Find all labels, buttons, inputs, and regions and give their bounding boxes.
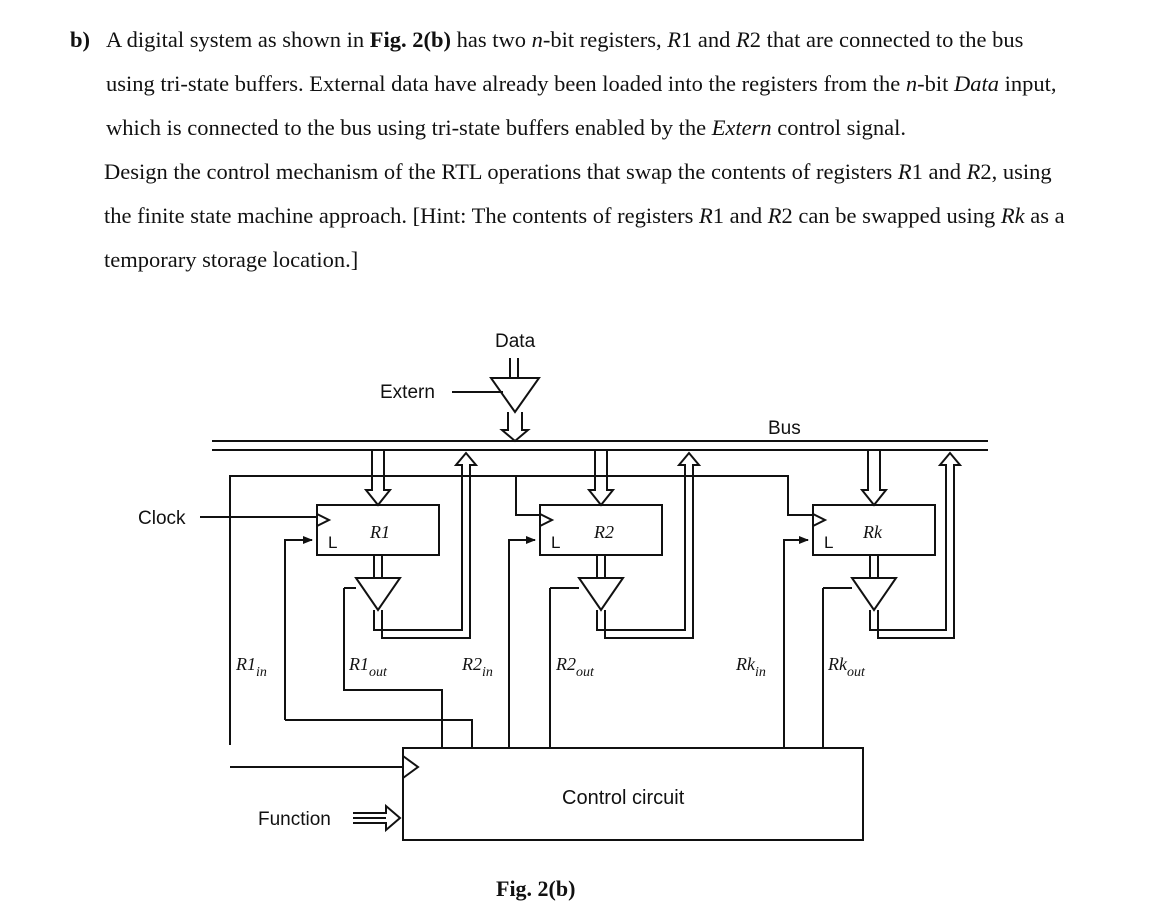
rk-load-label: L	[824, 533, 833, 552]
r1-in-wire	[284, 536, 313, 720]
r1-load-label: L	[328, 533, 337, 552]
clock-distribution	[229, 475, 813, 745]
register-r1-name: R1	[369, 522, 390, 542]
extern-label: Extern	[380, 382, 435, 403]
question-paragraph-2: Design the control mechanism of the RTL …	[104, 159, 1065, 272]
question-paragraph-1: A digital system as shown in Fig. 2(b) h…	[106, 27, 1057, 140]
data-tristate-buffer	[489, 358, 541, 443]
function-label: Function	[258, 809, 331, 830]
question-block: b) A digital system as shown in Fig. 2(b…	[60, 18, 1070, 282]
rk-in-label: Rkin	[735, 654, 766, 680]
register-r2-name: R2	[593, 522, 614, 542]
r2-out-wire	[549, 587, 579, 748]
figure-caption: Fig. 2(b)	[496, 876, 575, 901]
r2-out-label: R2out	[555, 654, 595, 680]
register-rk-name: Rk	[862, 522, 883, 542]
function-input-arrow	[353, 803, 402, 833]
r2-in-label: R2in	[461, 654, 493, 680]
question-label: b)	[70, 27, 91, 52]
r2-load-label: L	[551, 533, 560, 552]
rk-out-tristate	[850, 451, 963, 639]
rk-out-wire	[822, 587, 852, 748]
register-r2-box	[539, 504, 663, 556]
r2-input-arrow	[586, 450, 616, 507]
register-rk-box	[812, 504, 936, 556]
rk-out-label: Rkout	[827, 654, 866, 680]
r1-out-label: R1out	[348, 654, 388, 680]
r2-in-wire	[508, 536, 536, 748]
register-r1-box	[316, 504, 440, 556]
bus-label: Bus	[768, 418, 801, 439]
rk-input-arrow	[859, 450, 889, 507]
data-label: Data	[495, 331, 536, 352]
control-circuit-box	[402, 747, 864, 841]
r1-in-label: R1in	[235, 654, 267, 680]
r1-input-arrow	[363, 450, 393, 507]
r2-out-tristate	[577, 451, 702, 639]
clock-label: Clock	[138, 508, 186, 529]
rk-in-wire	[783, 536, 809, 748]
r1-out-tristate	[354, 451, 479, 639]
control-circuit-label: Control circuit	[562, 787, 685, 809]
